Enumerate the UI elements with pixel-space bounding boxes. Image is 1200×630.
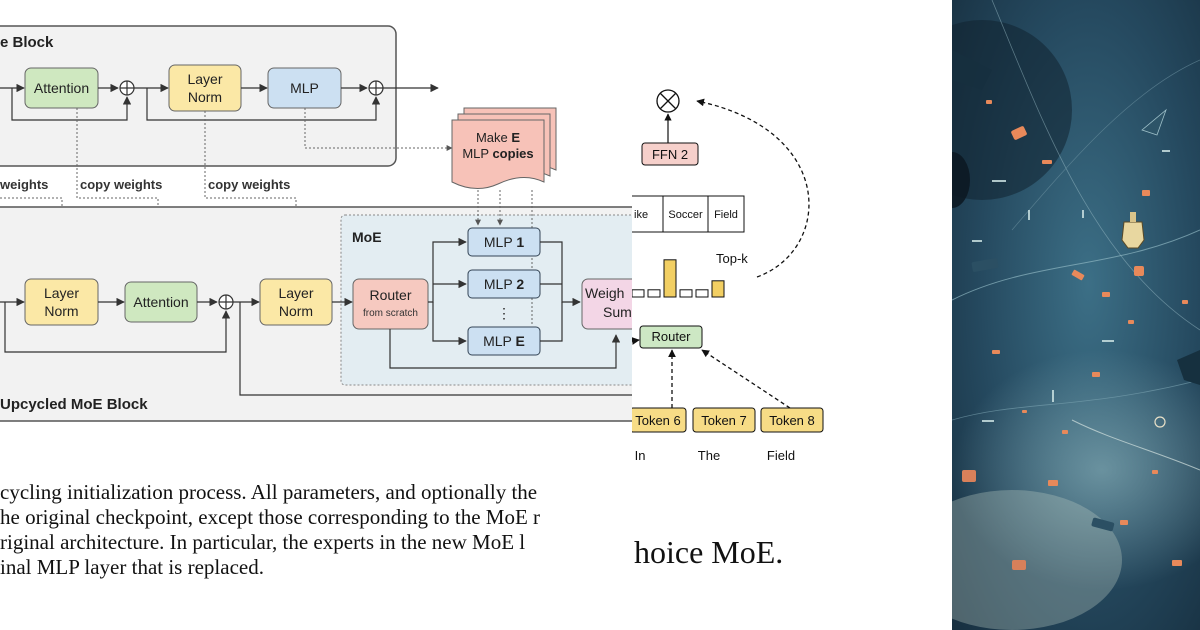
upcycling-diagram: e Block Attention Layer Norm MLP weights… xyxy=(0,25,632,422)
space-scene-illustration xyxy=(952,0,1200,630)
token-8-label: Token 8 xyxy=(769,413,815,428)
caption-line-3: riginal architecture. In particular, the… xyxy=(0,530,526,554)
dense-mlp-label: MLP xyxy=(290,80,319,96)
caption-line-4: inal MLP layer that is replaced. xyxy=(0,555,264,579)
make-copies-line1: Make E xyxy=(476,130,520,145)
space-illustration-panel xyxy=(952,0,1200,630)
score-bar xyxy=(711,280,725,298)
word-the: The xyxy=(698,448,720,463)
column-cell-1 xyxy=(632,195,664,233)
caption-line-2: he original checkpoint, except those cor… xyxy=(0,505,541,529)
make-copies-stack xyxy=(451,107,557,189)
column-label-3: Field xyxy=(714,209,738,221)
column-cell-3 xyxy=(707,195,745,233)
moe-router-sub: from scratch xyxy=(363,308,418,319)
moe-label: MoE xyxy=(352,229,382,245)
dense-attention-label: Attention xyxy=(34,80,89,96)
ffn-box xyxy=(641,142,699,166)
expert-e-label: MLP E xyxy=(483,333,525,349)
token-7-label: Token 7 xyxy=(701,413,747,428)
caption-line-1: cycling initialization process. All para… xyxy=(0,480,538,504)
make-copies-line2: MLP copies xyxy=(462,146,533,161)
moe-layernorm-2-line2: Norm xyxy=(279,303,313,319)
router-label: Router xyxy=(651,329,691,344)
token-8-box xyxy=(760,407,824,433)
copy-weights-label-1: weights xyxy=(0,177,48,192)
column-label-2: Soccer xyxy=(668,209,703,221)
score-bar xyxy=(663,259,677,298)
column-cell-2 xyxy=(662,195,709,233)
moe-block-title: Upcycled MoE Block xyxy=(0,396,148,413)
experts-ellipsis: ⋮ xyxy=(497,305,511,321)
dense-layernorm-line1: Layer xyxy=(187,71,222,87)
moe-region xyxy=(340,214,632,386)
score-bar xyxy=(679,289,693,298)
expert-1-label: MLP 1 xyxy=(484,234,524,250)
expert-choice-caption: hoice MoE. xyxy=(634,534,784,570)
moe-layernorm-1-line1: Layer xyxy=(44,285,79,301)
expert-choice-panel: FFN 2 ike Soccer Field Top-k Router Toke… xyxy=(632,0,952,630)
score-bar xyxy=(632,289,645,298)
word-in: In xyxy=(635,448,646,463)
moe-layernorm-2-line1: Layer xyxy=(278,285,313,301)
score-bar xyxy=(695,289,709,298)
column-label-1: ike xyxy=(634,209,648,221)
token-6-label: Token 6 xyxy=(635,413,681,428)
copy-weights-label-2: copy weights xyxy=(80,177,162,192)
copy-weights-label-3: copy weights xyxy=(208,177,290,192)
weighted-sum-line2: Sum xyxy=(603,304,632,320)
score-bars xyxy=(632,259,725,298)
moe-router-label: Router xyxy=(369,287,411,303)
router-box xyxy=(639,325,703,349)
upcycling-diagram-panel: e Block Attention Layer Norm MLP weights… xyxy=(0,25,632,579)
weighted-sum-line1: Weigh xyxy=(585,285,624,301)
moe-layernorm-1-line2: Norm xyxy=(44,303,78,319)
score-bar xyxy=(647,289,661,298)
weighted-sum-box xyxy=(581,278,632,330)
moe-attention-label: Attention xyxy=(133,294,188,310)
topk-label: Top-k xyxy=(716,251,748,266)
dense-layernorm-line2: Norm xyxy=(188,89,222,105)
word-field: Field xyxy=(767,448,795,463)
ffn-label: FFN 2 xyxy=(652,147,688,162)
expert-2-label: MLP 2 xyxy=(484,276,524,292)
token-7-box xyxy=(692,407,756,433)
token-6-box xyxy=(632,407,687,433)
expert-choice-diagram: FFN 2 ike Soccer Field Top-k Router Toke… xyxy=(632,89,824,463)
dense-block-title: e Block xyxy=(0,34,54,51)
